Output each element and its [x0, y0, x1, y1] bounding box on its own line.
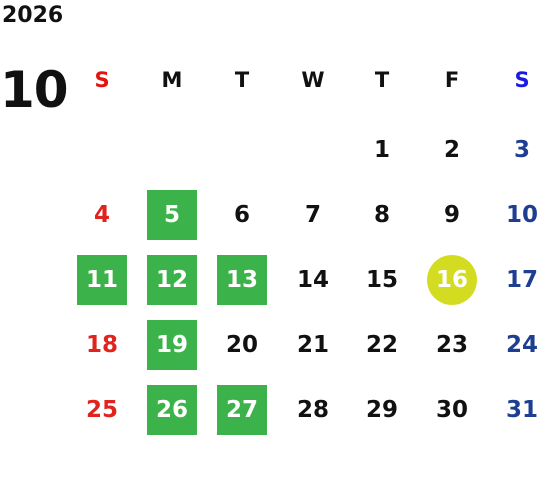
day-cell[interactable]: 6 — [233, 202, 250, 228]
day-cell[interactable]: 8 — [373, 202, 390, 228]
day-cell[interactable]: 23 — [435, 332, 468, 358]
day-cell[interactable]: 4 — [93, 202, 110, 228]
day-cell[interactable]: 10 — [505, 202, 538, 228]
weekday-tue: T — [234, 68, 250, 92]
day-cell[interactable]: 14 — [296, 267, 329, 293]
weekday-thu: T — [374, 68, 390, 92]
day-cell-marked[interactable]: 27 — [217, 385, 267, 435]
day-cell-marked[interactable]: 5 — [147, 190, 197, 240]
day-cell[interactable]: 31 — [505, 397, 538, 423]
day-cell[interactable]: 21 — [296, 332, 329, 358]
day-cell-marked[interactable]: 19 — [147, 320, 197, 370]
day-cell[interactable]: 20 — [225, 332, 258, 358]
day-cell[interactable]: 24 — [505, 332, 538, 358]
day-cell-marked[interactable]: 26 — [147, 385, 197, 435]
year-label: 2026 — [2, 3, 64, 28]
day-cell[interactable]: 17 — [505, 267, 538, 293]
month-number: 10 — [0, 61, 69, 119]
weekday-sun: S — [94, 68, 110, 92]
day-cell[interactable]: 30 — [435, 397, 468, 423]
day-cell[interactable]: 3 — [513, 137, 530, 163]
day-cell-marked[interactable]: 12 — [147, 255, 197, 305]
weekday-mon: M — [161, 68, 183, 92]
day-cell-highlighted[interactable]: 16 — [427, 255, 477, 305]
day-cell[interactable]: 1 — [373, 137, 390, 163]
day-cell-marked[interactable]: 13 — [217, 255, 267, 305]
weekday-sat: S — [514, 68, 530, 92]
day-cell[interactable]: 28 — [296, 397, 329, 423]
weekday-wed: W — [301, 68, 325, 92]
day-cell[interactable]: 7 — [304, 202, 321, 228]
day-cell[interactable]: 22 — [365, 332, 398, 358]
day-cell[interactable]: 9 — [443, 202, 460, 228]
day-cell-marked[interactable]: 11 — [77, 255, 127, 305]
day-cell[interactable]: 29 — [365, 397, 398, 423]
day-cell[interactable]: 25 — [85, 397, 118, 423]
day-cell[interactable]: 15 — [365, 267, 398, 293]
weekday-fri: F — [444, 68, 460, 92]
day-cell[interactable]: 18 — [85, 332, 118, 358]
day-cell[interactable]: 2 — [443, 137, 460, 163]
